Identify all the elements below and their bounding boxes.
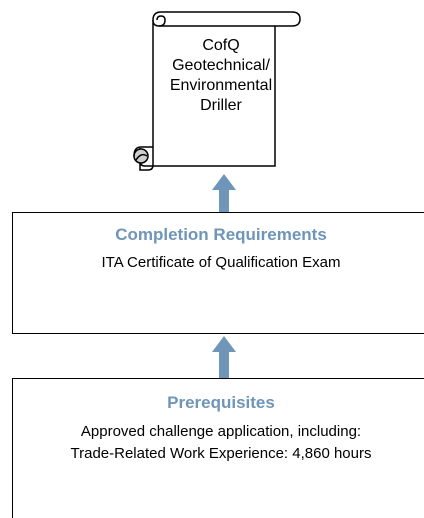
- scroll-shape: [133, 11, 301, 171]
- arrow-up-lower: [212, 336, 236, 378]
- prerequisites-heading: Prerequisites: [167, 393, 275, 412]
- credential-line: Driller: [200, 97, 242, 114]
- credential-label: CofQ Geotechnical/ Environmental Driller: [146, 36, 296, 116]
- arrow-up-upper: [212, 174, 236, 212]
- prerequisites-box: Prerequisites Approved challenge applica…: [12, 378, 424, 518]
- credential-line: Geotechnical/: [172, 57, 270, 74]
- credential-line: Environmental: [169, 77, 273, 94]
- credential-line: CofQ: [202, 37, 240, 54]
- prerequisite-text: Trade-Related Work Experience: 4,860 hou…: [70, 445, 372, 462]
- prerequisite-text: Approved challenge application, includin…: [80, 423, 362, 440]
- completion-requirement-text: ITA Certificate of Qualification Exam: [101, 254, 341, 271]
- diagram-graphics: [133, 11, 301, 378]
- completion-heading: Completion Requirements: [115, 225, 327, 244]
- completion-requirements-box: Completion Requirements ITA Certificate …: [12, 212, 424, 334]
